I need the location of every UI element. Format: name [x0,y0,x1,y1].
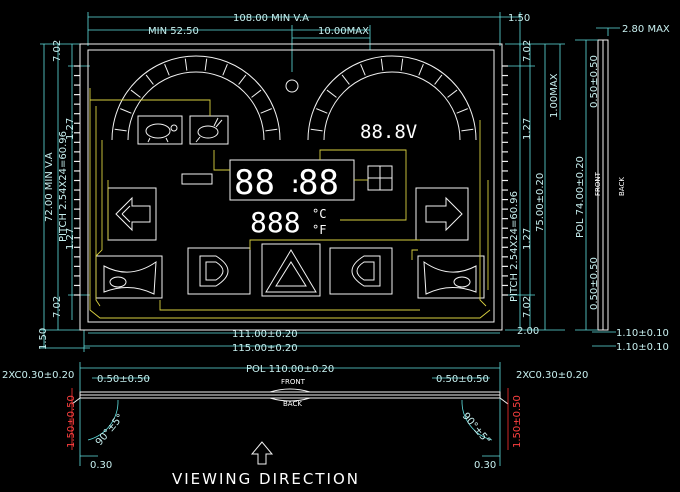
gauge-segment [316,108,328,114]
angle-right-dim: 90°±5° [460,411,493,447]
fahrenheit-label: °F [312,223,326,237]
chamfer-left-dim: 2XC0.30±0.20 [2,370,74,381]
left-arrow-icon [107,187,157,241]
gauge-segment [251,89,262,98]
side-front-label: FRONT [594,171,602,196]
viewing-direction-label: VIEWING DIRECTION [172,470,360,488]
left-pin-small-dim: 1.27 [65,118,76,140]
top-right-dim: 1.50 [508,13,530,24]
gauge-segment [184,58,188,71]
voltage-display: 88.8V [360,121,417,143]
top-width-dim: 108.00 MIN V.A [233,13,309,24]
headlamp-left-icon [187,247,251,295]
right-pin-small-dim: 1.27 [522,118,533,140]
max-offset-dim: 10.00MAX [318,26,369,37]
bottom-dimensions [83,330,520,352]
pol-width-dim: POL 110.00±0.20 [246,364,334,375]
right-arrow-icon [415,187,469,241]
left-pitch-dim: PITCH 2.54X24=60.96 [58,131,69,242]
right-gauge [307,55,477,141]
gauge-segment [400,58,404,71]
pins-left [74,65,80,296]
gauge-segment [326,89,337,98]
gauge-segment [380,58,384,71]
foot-right-dim: 0.30 [474,460,496,471]
gauge-segment [204,58,208,71]
left-pin-small-2-dim: 1.27 [65,228,76,250]
side-t1-dim: 1.10±0.10 [616,328,669,339]
foot-left-dim: 0.30 [90,460,112,471]
clock-colon: : [288,170,302,198]
gauge-segment [260,108,272,114]
gauge-segment [120,108,132,114]
gauge-segment [447,89,458,98]
temperature-display: 888 [250,206,301,239]
rabbit-icon [189,115,229,145]
side-t2-dim: 1.10±0.10 [616,342,669,353]
left-height-dim: 72.00 MIN V.A [44,152,55,222]
right-margin-dim: 2.00 [517,326,539,337]
height-left-dim: 1.50±0.50 [66,395,77,448]
gauge-segment [265,128,278,132]
turtle-icon [137,115,183,145]
gauge-segment [145,74,154,85]
right-pitch-dim: PITCH 2.54X24=60.96 [509,191,520,302]
gauge-segment [114,128,127,132]
right-pin-small-2-dim: 1.27 [522,228,533,250]
grid-icon [367,165,393,191]
gauge-segment [456,108,468,114]
chamfer-right-dim: 2XC0.30±0.20 [516,370,588,381]
right-pin-bottom-dim: 7.02 [522,296,533,318]
right-dimensions [505,43,565,331]
side-bottom-dim: 0.50±0.50 [589,257,600,310]
headlamp-right-icon [329,247,393,295]
bottom-back-label: BACK [283,400,302,408]
gauge-segment [222,64,228,76]
pins-right [502,65,508,296]
max-1-dim: 1.00MAX [549,73,560,118]
up-arrow-icon [250,441,274,465]
clock-hours: 88 [234,163,275,203]
warning-triangle-icon [261,243,321,297]
gauge-segment [130,89,141,98]
min-offset-dim: MIN 52.50 [148,26,199,37]
edge-left-dim: 0.50±0.50 [97,374,150,385]
pol-height-dim: POL 74.00±0.20 [575,156,586,238]
clock-minutes: 88 [298,163,339,203]
side-back-label: BACK [618,177,626,196]
width-outer-dim: 115.00±0.20 [232,343,298,354]
left-pin-top-dim: 7.02 [52,40,63,62]
side-top-dim: 0.50±0.50 [589,55,600,108]
gauge-segment [461,128,474,132]
bottom-view [71,362,509,466]
gauge-segment [310,128,323,132]
height-right-dim: 1.50±0.50 [512,395,523,448]
right-height-dim: 75.00±0.20 [535,173,546,232]
indicator-dot [285,79,299,93]
horn-right-icon [417,255,485,299]
left-margin-dim: 1.50 [38,328,49,350]
bottom-front-label: FRONT [281,378,306,386]
gauge-segment [418,64,424,76]
left-pin-bottom-dim: 7.02 [52,296,63,318]
left-gauge [111,55,281,141]
width-inner-dim: 111.00±0.20 [232,329,298,340]
edge-right-dim: 0.50±0.50 [436,374,489,385]
gauge-segment [164,64,170,76]
horn-left-icon [95,255,163,299]
bar-indicator [181,173,213,185]
lcd-outline [79,43,503,331]
thickness-dim: 2.80 MAX [622,24,670,35]
gauge-segment [341,74,350,85]
top-dimensions [87,12,521,72]
side-view [575,27,620,347]
gauge-segment [360,64,366,76]
gauge-segment [238,74,247,85]
gauge-segment [434,74,443,85]
right-pin-top-dim: 7.02 [522,40,533,62]
angle-left-dim: 90°±5° [94,412,127,448]
celsius-label: °C [312,207,326,221]
electrode-traces [89,88,491,319]
